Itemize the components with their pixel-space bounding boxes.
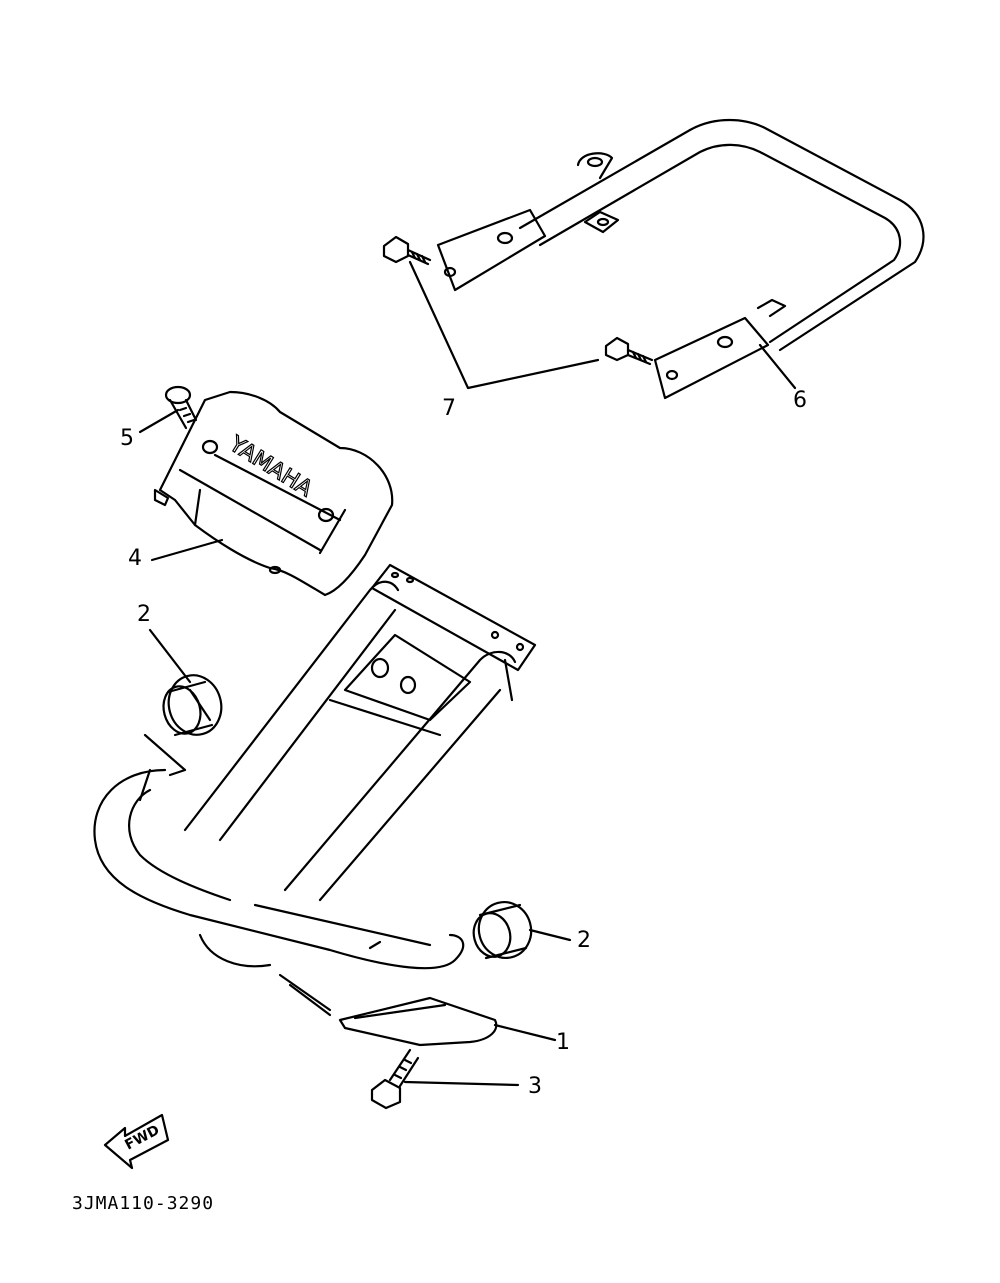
grommet-upper bbox=[162, 674, 223, 737]
fwd-arrow-icon bbox=[103, 1113, 170, 1170]
grommet-lower bbox=[472, 901, 533, 960]
diagram-code: 3JMA110-3290 bbox=[72, 1193, 215, 1214]
bolt-3 bbox=[370, 1048, 420, 1110]
bolt-lower bbox=[604, 336, 654, 366]
callout-6: 6 bbox=[793, 388, 807, 413]
cover-panel bbox=[153, 390, 394, 597]
callout-2-lower: 2 bbox=[577, 928, 591, 953]
callout-1: 1 bbox=[556, 1030, 570, 1055]
callout-7: 7 bbox=[442, 396, 456, 421]
callout-5: 5 bbox=[120, 426, 134, 451]
screw-5 bbox=[164, 385, 198, 430]
callout-4: 4 bbox=[128, 546, 142, 571]
bolt-upper bbox=[382, 235, 432, 266]
callout-3: 3 bbox=[528, 1074, 542, 1099]
main-guard-frame bbox=[93, 563, 537, 1047]
rear-grab-bar bbox=[436, 118, 925, 400]
callout-2-upper: 2 bbox=[137, 602, 151, 627]
